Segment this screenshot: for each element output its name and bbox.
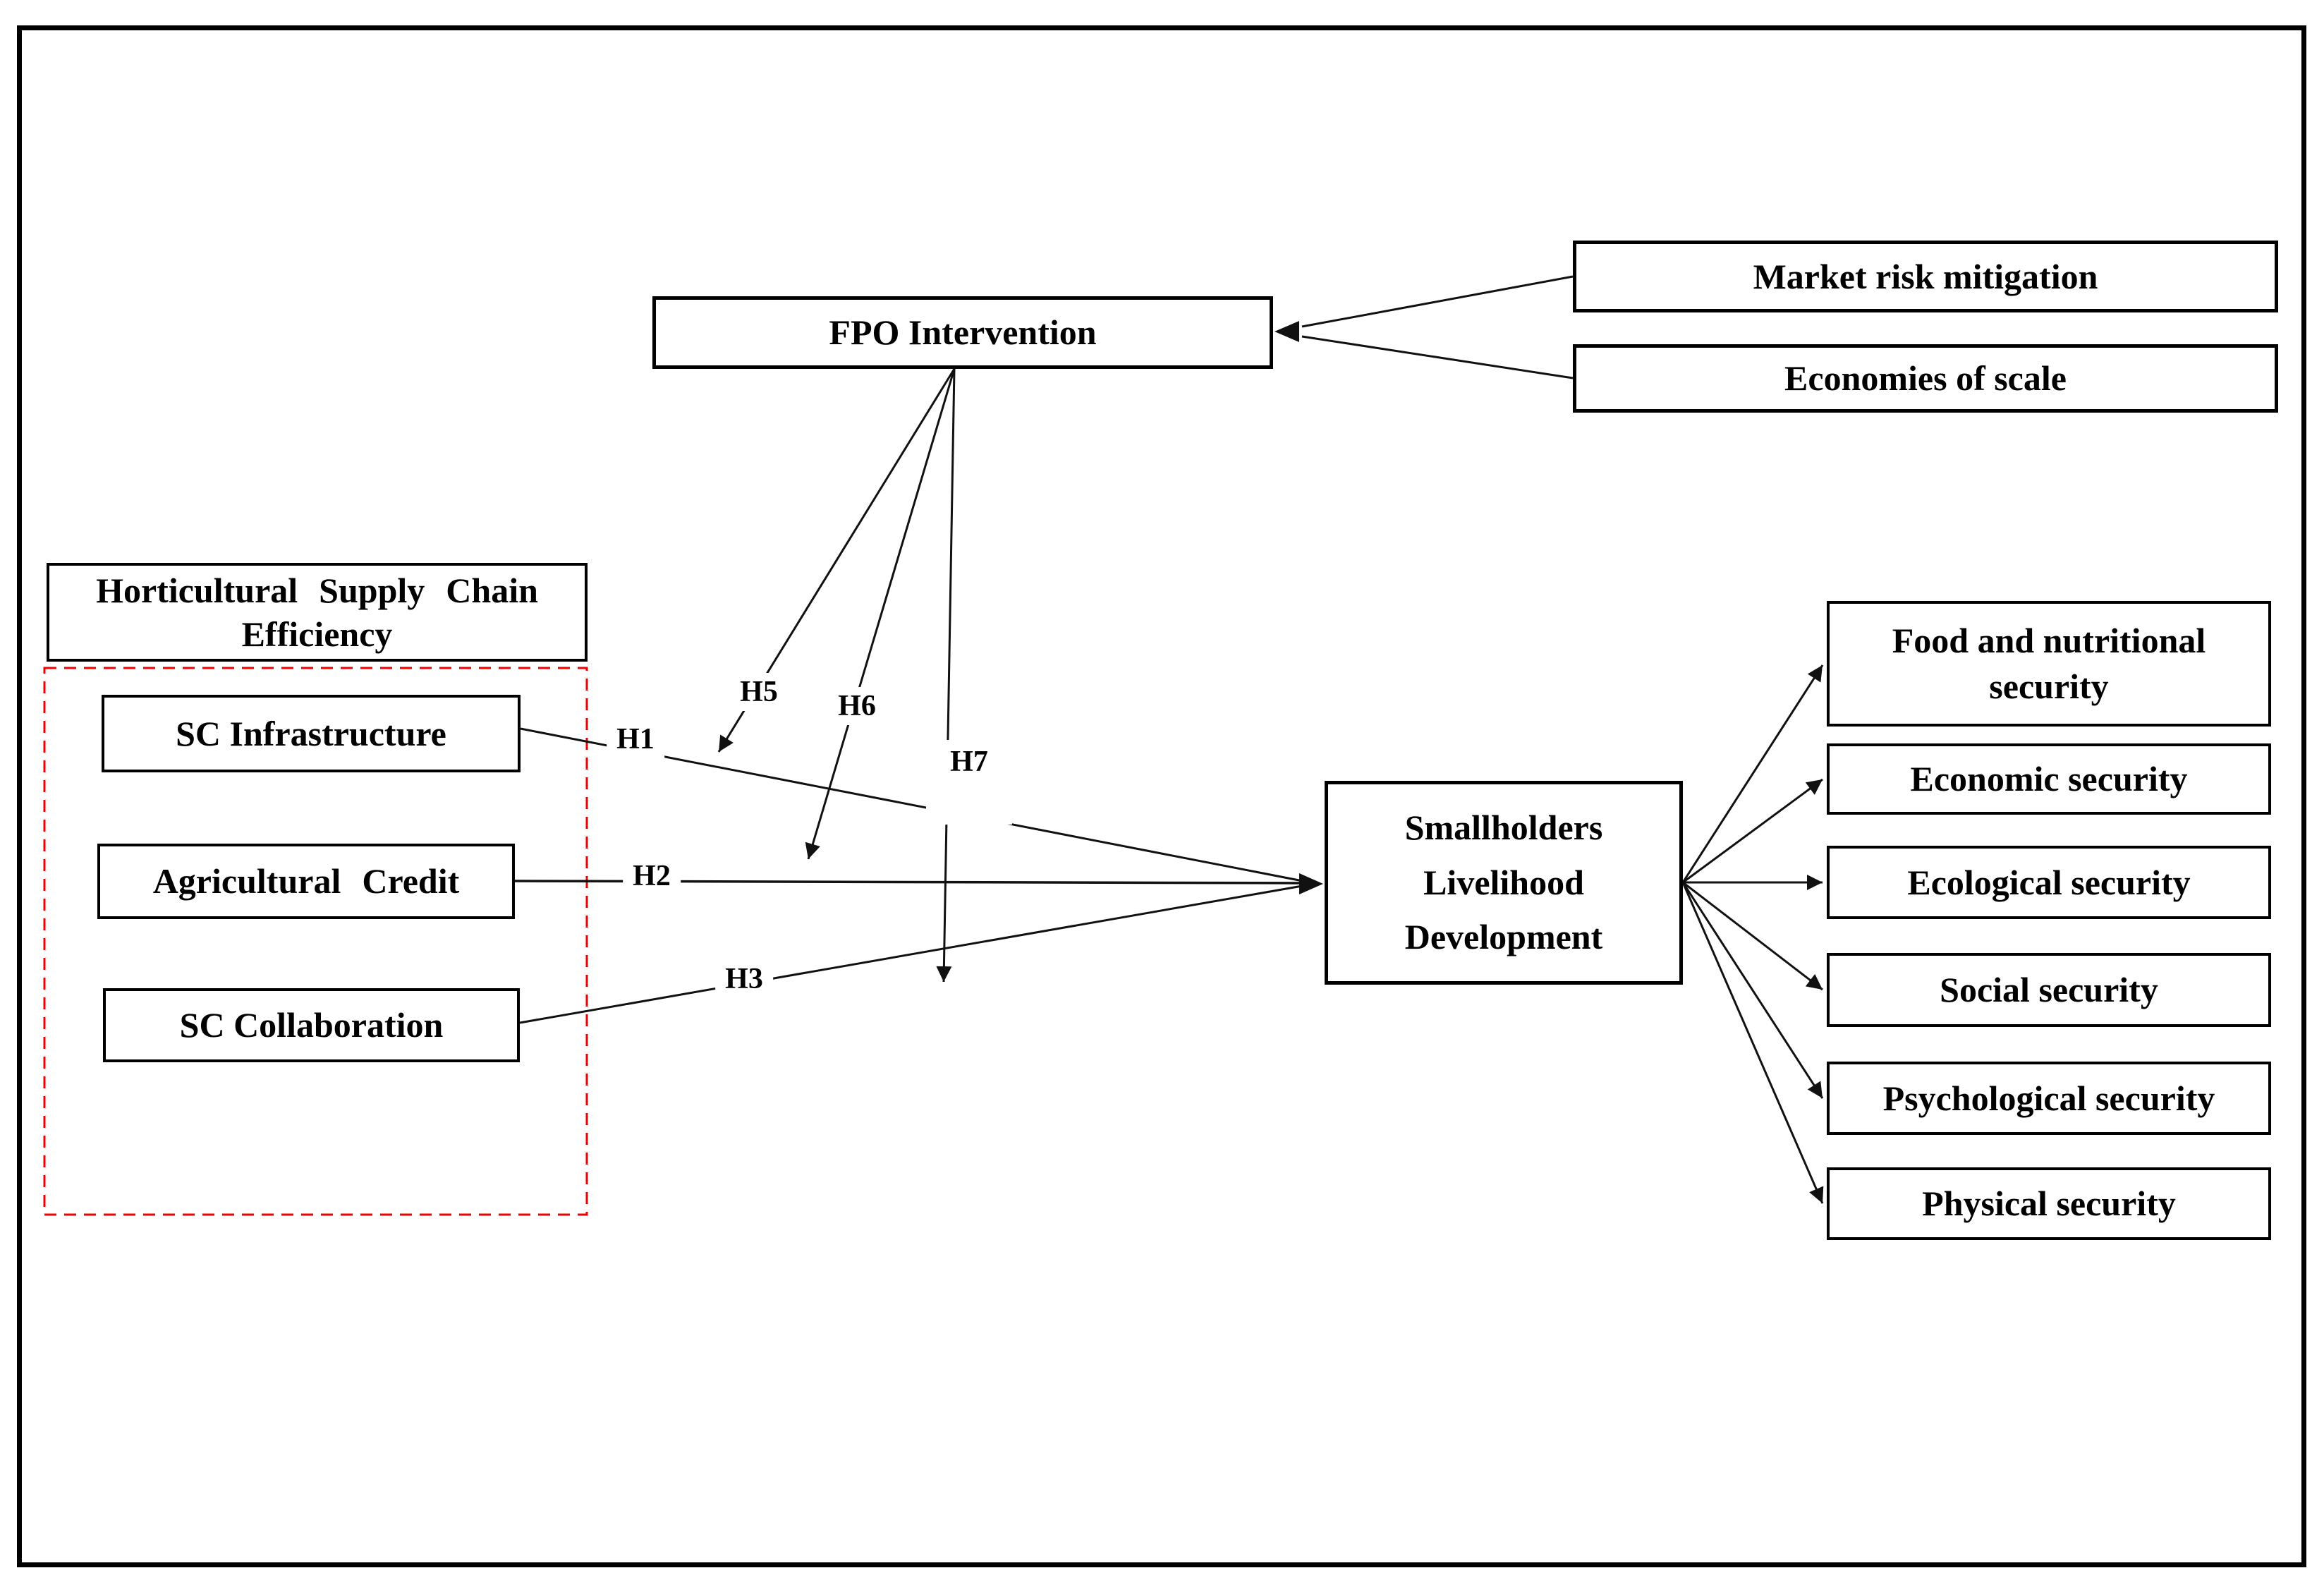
physical-security-label: Physical security: [1922, 1184, 2176, 1223]
hypothesis-label-h6: H6: [828, 687, 886, 725]
outcome-arrow-psychological: [1681, 882, 1824, 1099]
economies-of-scale-box: Economies of scale: [1573, 344, 2278, 413]
market-risk-mitigation-box: Market risk mitigation: [1573, 241, 2278, 312]
supply-chain-efficiency-title-box: Horticultural Supply Chain Efficiency: [47, 563, 588, 662]
fpo-input-arrowhead: [1274, 321, 1299, 342]
fpo-intervention-box: FPO Intervention: [652, 296, 1273, 369]
sc-collaboration-label: SC Collaboration: [179, 1005, 444, 1045]
hypothesis-label-h2: H2: [623, 857, 681, 895]
sc-infrastructure-box: SC Infrastructure: [102, 695, 521, 772]
agricultural-credit-label: Agricultural Credit: [152, 861, 460, 901]
psychological-security-label: Psychological security: [1882, 1078, 2215, 1118]
economies-of-scale-label: Economies of scale: [1784, 358, 2067, 398]
food-security-label-line2: security: [1989, 667, 2109, 706]
outcome-economic-security-box: Economic security: [1827, 743, 2271, 815]
economies-to-fpo-line: [1301, 335, 1574, 379]
smallholders-label-line3: Development: [1404, 917, 1603, 957]
hypothesis-label-h3: H3: [715, 960, 773, 998]
supply-chain-efficiency-group-outline: [43, 667, 588, 1216]
outcome-arrow-food: [1681, 664, 1824, 883]
outcome-physical-security-box: Physical security: [1827, 1167, 2271, 1240]
smallholders-label-line1: Smallholders: [1404, 808, 1603, 848]
agricultural-credit-box: Agricultural Credit: [97, 844, 515, 919]
sc-infrastructure-label: SC Infrastructure: [176, 713, 446, 753]
outcome-psychological-security-box: Psychological security: [1827, 1062, 2271, 1135]
smallholders-label-line2: Livelihood: [1423, 862, 1584, 902]
fpo-intervention-label: FPO Intervention: [829, 312, 1097, 352]
hypothesis-label-h5: H5: [730, 673, 788, 711]
outcome-arrow-social: [1682, 881, 1823, 991]
h7-moderation-arrow: [936, 368, 956, 983]
economic-security-label: Economic security: [1910, 759, 2188, 798]
h6-moderation-arrow: [805, 368, 956, 860]
hypothesis-label-h7: H7: [926, 740, 1012, 825]
smallholders-input-arrowhead: [1299, 873, 1323, 894]
food-security-label-line1: Food and nutritional: [1892, 621, 2206, 660]
outcome-arrow-physical: [1681, 882, 1824, 1204]
outcome-food-nutritional-security-box: Food and nutritional security: [1827, 601, 2271, 727]
outcome-ecological-security-box: Ecological security: [1827, 846, 2271, 919]
market-risk-to-fpo-line: [1301, 275, 1574, 328]
hypothesis-label-h1: H1: [607, 720, 664, 758]
market-risk-mitigation-label: Market risk mitigation: [1753, 256, 2098, 296]
sc-collaboration-box: SC Collaboration: [103, 988, 520, 1062]
smallholders-livelihood-development-box: Smallholders Livelihood Development: [1325, 781, 1683, 985]
social-security-label: Social security: [1940, 970, 2158, 1009]
ecological-security-label: Ecological security: [1907, 862, 2191, 902]
h3-path-line: [519, 884, 1307, 1024]
outcome-arrow-economic: [1682, 778, 1823, 884]
outer-frame: [17, 25, 2306, 1567]
supply-chain-efficiency-title-line2: Efficiency: [241, 614, 393, 654]
outcome-social-security-box: Social security: [1827, 953, 2271, 1027]
supply-chain-efficiency-title-line1: Horticultural Supply Chain: [96, 570, 538, 610]
